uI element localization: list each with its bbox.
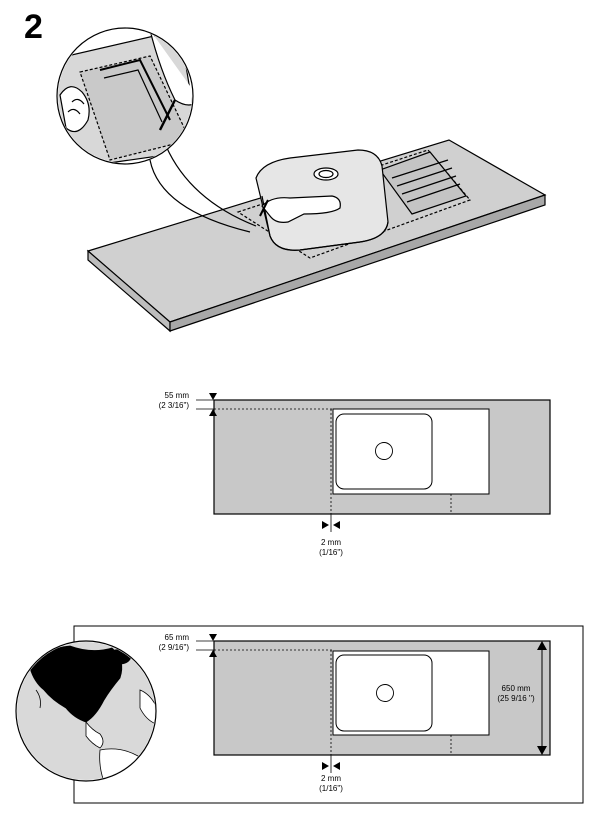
top-margin-mm: 65 mm [165,633,190,642]
depth-mm: 650 mm [502,684,531,693]
top-margin-mm: 55 mm [165,391,190,400]
drain-hole [376,684,394,702]
gap-in: (1/16") [319,548,343,557]
top-margin-in: (2 9/16") [159,643,190,652]
drain-hole [375,442,393,460]
hand-pencil-icon [259,195,341,223]
dimension-arrow-icon [322,755,340,773]
top-margin-in: (2 3/16") [159,401,190,410]
cutout-diagram-2: 65 mm (2 9/16") 650 mm (25 9/16 '') 2 mm… [15,625,584,804]
gap-mm: 2 mm [321,774,341,783]
dimension-arrow-icon [537,641,547,755]
zoom-detail [56,27,194,165]
depth-in: (25 9/16 '') [497,694,535,703]
gap-mm: 2 mm [321,538,341,547]
drainer-illustration [379,151,468,215]
gap-in: (1/16") [319,784,343,793]
step-number: 2 [24,8,43,46]
dimension-arrow-icon [322,514,340,532]
cutout-diagram-1: 55 mm (2 3/16") 2 mm (1/16") [159,391,551,557]
globe-north-america-icon [15,640,157,782]
dimension-arrow-icon [196,634,217,657]
installation-illustration [56,27,547,333]
dimension-arrow-icon [196,393,217,416]
